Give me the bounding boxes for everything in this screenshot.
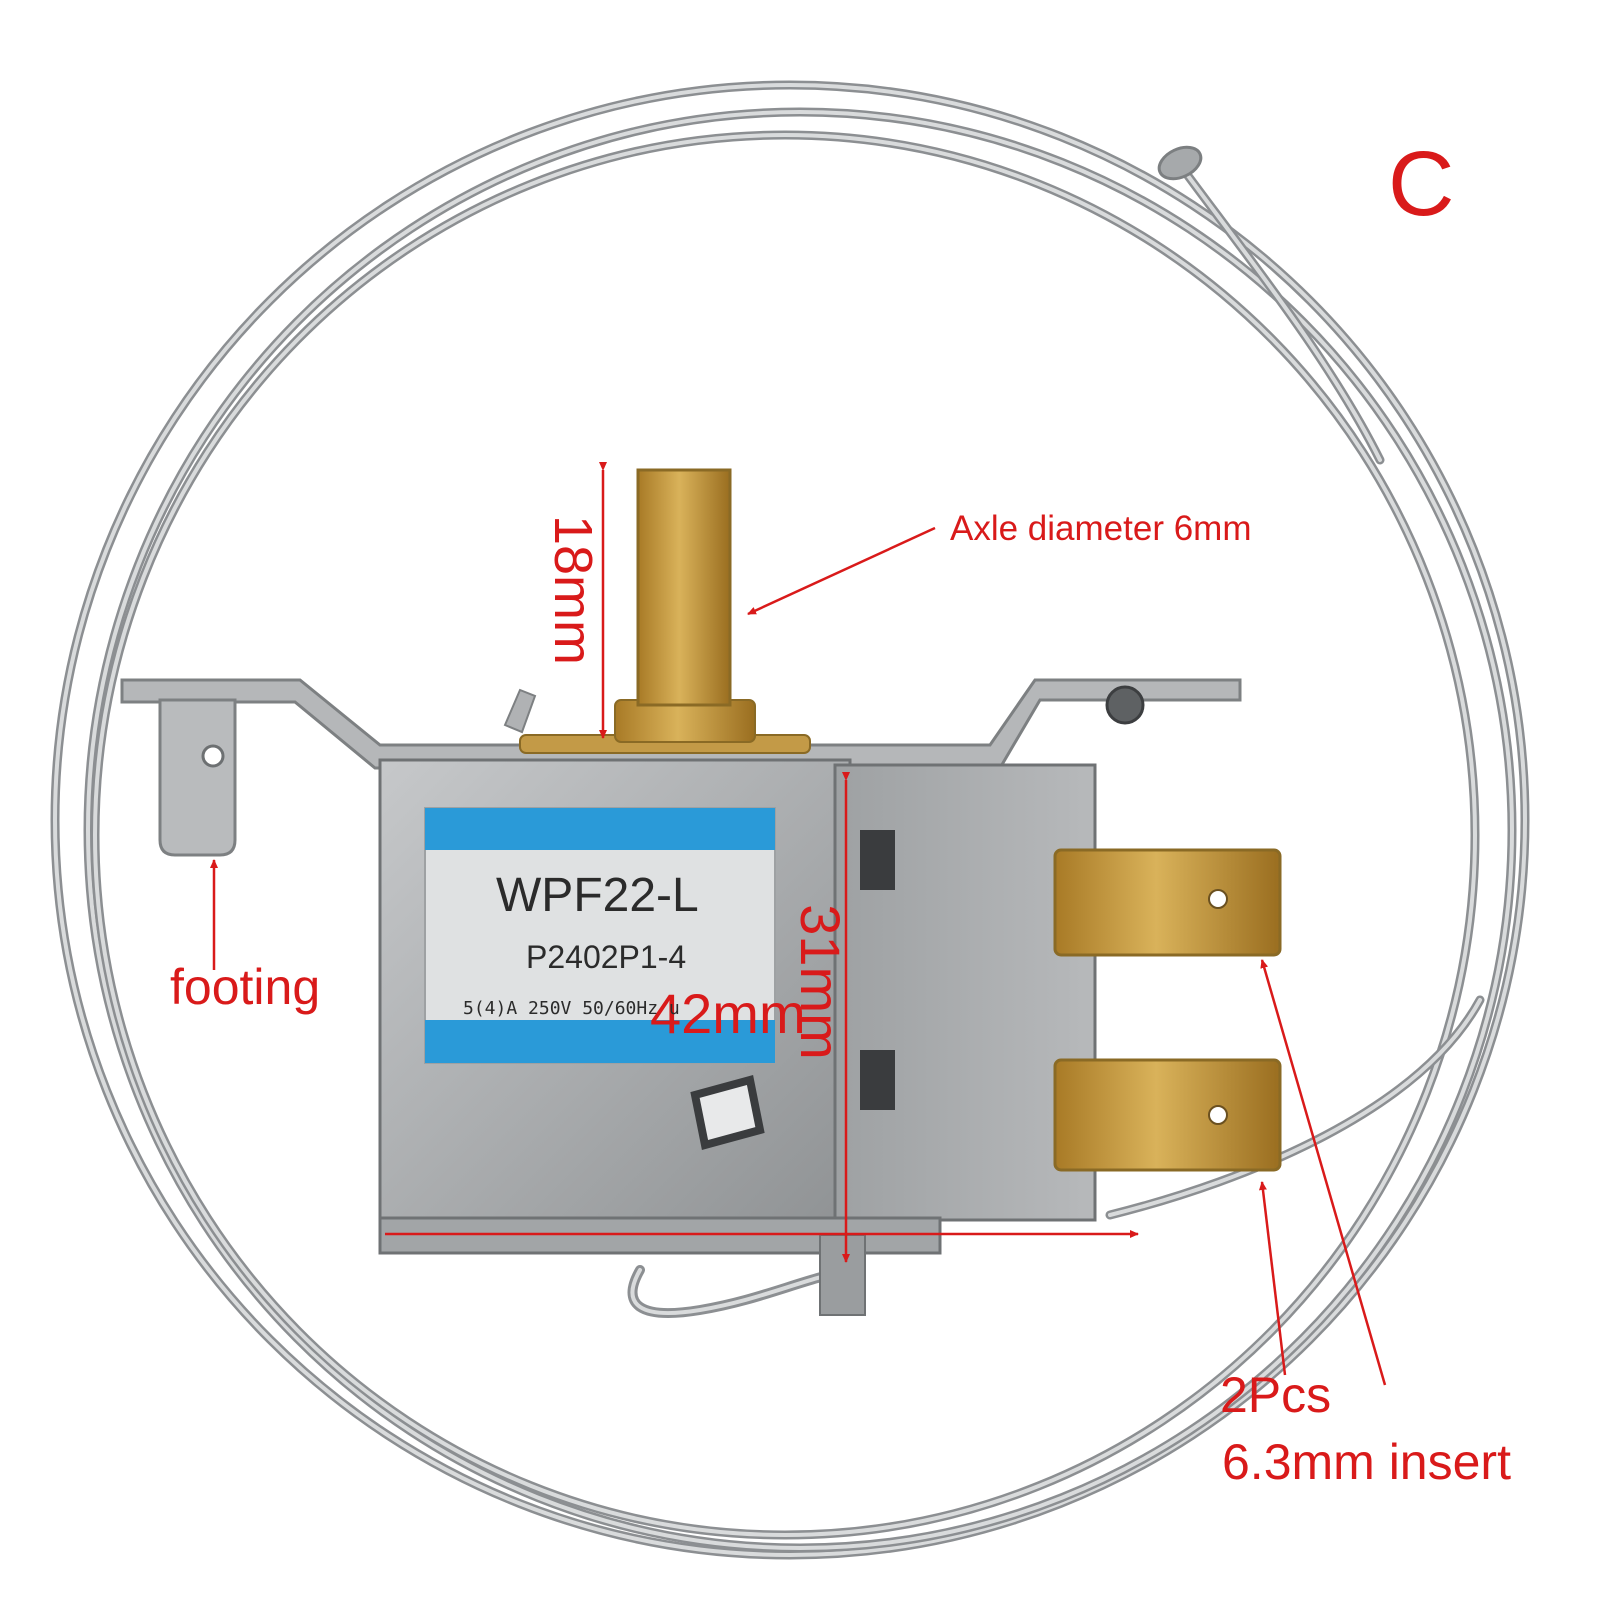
axle-diameter-label: Axle diameter 6mm — [950, 509, 1252, 548]
product-label — [424, 807, 776, 1064]
bracket-screw — [1105, 685, 1145, 725]
terminal-upper — [1053, 848, 1282, 957]
terminals-count-label: 2Pcs — [1220, 1367, 1332, 1423]
axle-arrow — [747, 526, 936, 616]
variant-label: C — [1388, 133, 1455, 235]
dimension-lines — [210, 462, 1387, 1386]
terminals-size-label: 6.3mm insert — [1222, 1434, 1511, 1490]
terminal-lower-arrow — [1258, 1181, 1287, 1376]
footing-label: footing — [170, 959, 321, 1015]
mounting-bracket — [120, 678, 1242, 857]
terminal-lower — [1053, 1058, 1282, 1172]
capillary-tube — [50, 80, 1530, 1560]
part-number: P2402P1-4 — [526, 939, 687, 975]
terminals — [1053, 848, 1282, 1172]
body-window — [690, 1075, 765, 1150]
shaft-height-label: 18mm — [543, 514, 603, 666]
electrical-rating: 5(4)A 250V 50/60Hz u — [463, 998, 680, 1019]
sensor-bulb — [1157, 145, 1203, 181]
body-width-label: 42mm — [650, 982, 806, 1045]
terminal-upper-arrow — [1260, 959, 1387, 1386]
control-shaft — [503, 468, 811, 754]
footing-tab — [158, 698, 237, 857]
model-number: WPF22-L — [496, 869, 699, 922]
